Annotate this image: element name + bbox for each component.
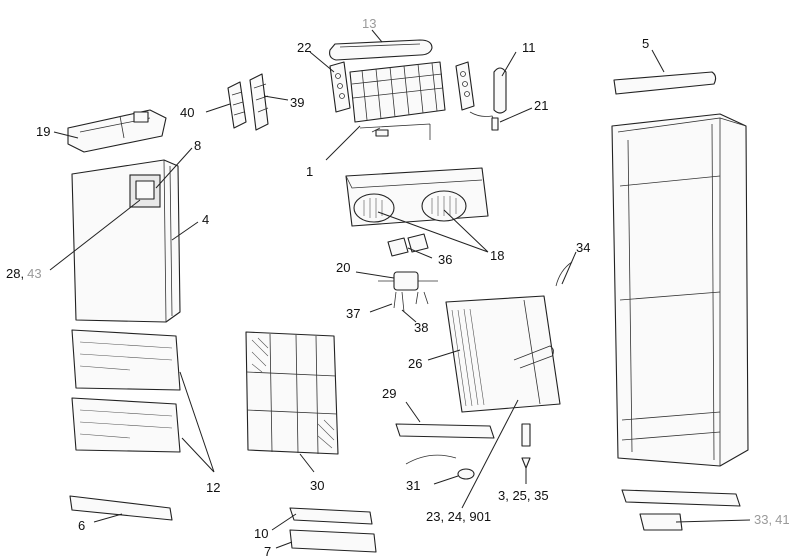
part-40-bracket	[227, 81, 247, 129]
label-22: 22	[297, 40, 311, 55]
part-30-panel	[245, 331, 339, 455]
part-36-clip	[387, 233, 429, 257]
part-10-shelf	[289, 507, 373, 525]
label-26: 26	[408, 356, 422, 371]
part-12-drawer-lower	[71, 397, 181, 453]
label-38: 38	[414, 320, 428, 335]
label-39: 39	[290, 95, 304, 110]
part-22-bracket	[329, 61, 351, 113]
label-28-43: 28,43	[6, 266, 42, 281]
part-6-handle	[69, 495, 173, 521]
part-4-door	[71, 159, 181, 323]
label-20: 20	[336, 260, 350, 275]
part-29-drip-tray	[395, 423, 495, 439]
cabinet-frame	[611, 113, 749, 467]
label-8: 8	[194, 138, 201, 153]
label-12: 12	[206, 480, 220, 495]
part-33-41-bottom-tray	[621, 489, 741, 531]
label-13: 13	[362, 16, 376, 31]
label-23-24-901: 23, 24, 901	[426, 509, 491, 524]
part-19-control-housing	[67, 109, 167, 153]
part-21-sensor	[469, 111, 499, 131]
label-5: 5	[642, 36, 649, 51]
part-18-fan-housing	[345, 167, 489, 227]
part-34-cable	[555, 261, 573, 287]
part-13-top-cover	[329, 39, 433, 61]
part-labels: 13 5 22 11 40 39 21 19 8 1 4 18 28,43 34…	[6, 16, 790, 559]
label-34: 34	[576, 240, 590, 255]
label-31: 31	[406, 478, 420, 493]
part-12-drawer-upper	[71, 329, 181, 391]
leader-lines	[49, 29, 751, 549]
label-1: 1	[306, 164, 313, 179]
label-29: 29	[382, 386, 396, 401]
part-39-bracket	[249, 73, 269, 131]
label-7: 7	[264, 544, 271, 559]
label-37: 37	[346, 306, 360, 321]
part-26-condenser	[445, 295, 561, 413]
part-3-25-35-valve	[521, 423, 531, 469]
label-36: 36	[438, 252, 452, 267]
label-3-25-35: 3, 25, 35	[498, 488, 549, 503]
label-6: 6	[78, 518, 85, 533]
part-11-heater-bracket	[455, 61, 507, 114]
part-7-shelf	[289, 529, 377, 553]
label-4: 4	[202, 212, 209, 227]
part-5-cabinet-top-cover	[613, 71, 717, 95]
label-21: 21	[534, 98, 548, 113]
label-10: 10	[254, 526, 268, 541]
part-37-38-brackets	[393, 291, 429, 313]
label-19: 19	[36, 124, 50, 139]
label-33-41: 33,41	[754, 512, 790, 527]
part-31-coupling	[405, 454, 475, 480]
part-1-evaporator-assembly	[349, 61, 446, 140]
label-40: 40	[180, 105, 194, 120]
label-11: 11	[522, 40, 536, 55]
label-18: 18	[490, 248, 504, 263]
part-20-fan-motor	[378, 271, 438, 291]
label-30: 30	[310, 478, 324, 493]
